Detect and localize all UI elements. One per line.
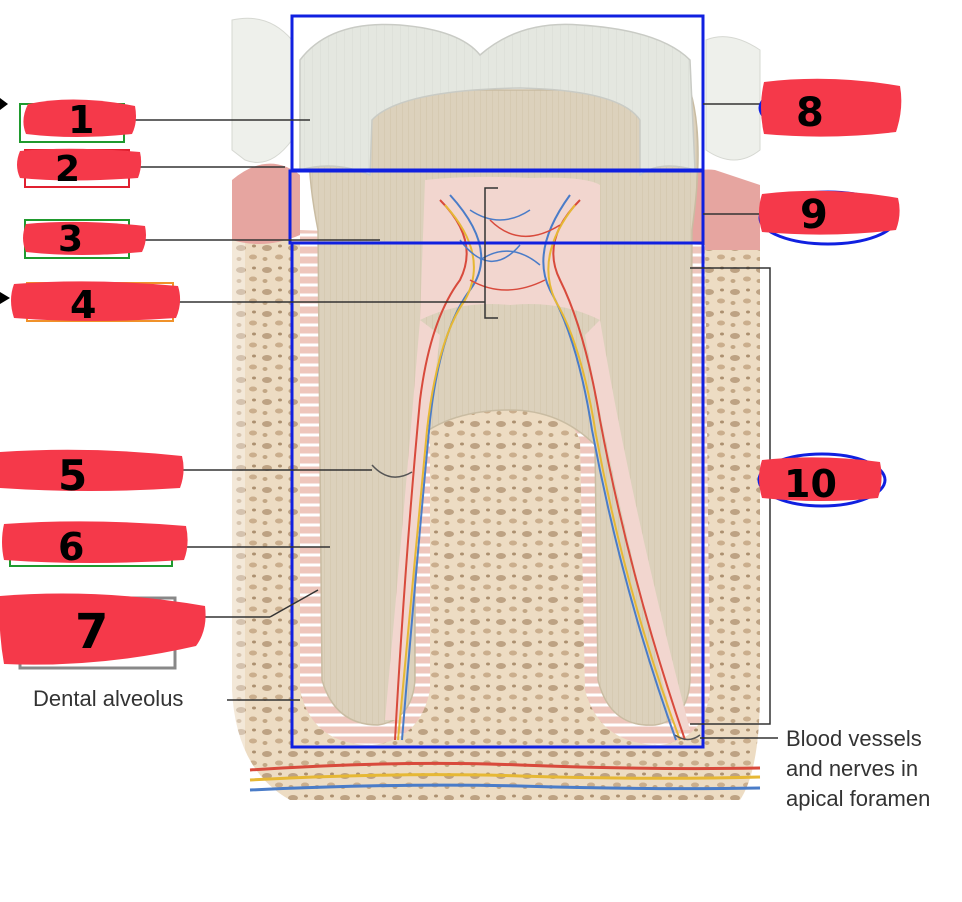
vessels-and-nerves bbox=[249, 194, 761, 792]
redaction-1: 1 bbox=[23, 98, 136, 142]
redactions: 1 2 3 4 5 6 7 8 bbox=[0, 78, 902, 665]
neighbor-teeth bbox=[231, 17, 761, 163]
label-6: 6 bbox=[58, 525, 84, 569]
redaction-3: 3 bbox=[23, 219, 146, 260]
edge-arrows bbox=[0, 98, 10, 304]
label-1: 1 bbox=[68, 98, 94, 142]
redaction-2: 2 bbox=[17, 148, 142, 190]
annotation-boxes bbox=[288, 14, 705, 749]
label-7: 7 bbox=[75, 604, 108, 660]
label-8: 8 bbox=[796, 90, 824, 136]
label-10: 10 bbox=[784, 462, 837, 506]
label-5: 5 bbox=[58, 451, 87, 500]
redaction-9: 9 bbox=[758, 190, 900, 246]
redaction-10: 10 bbox=[757, 452, 887, 508]
redaction-6: 6 bbox=[2, 521, 188, 569]
callout-arcs bbox=[371, 464, 701, 741]
apical-foramen-caption: Blood vessels and nerves in apical foram… bbox=[786, 724, 962, 814]
label-frames bbox=[9, 103, 177, 670]
apical-caption-line-3: apical foramen bbox=[786, 786, 931, 811]
apical-caption-line-2: and nerves in bbox=[786, 756, 919, 781]
dental-alveolus-caption: Dental alveolus bbox=[33, 686, 184, 711]
root-box bbox=[290, 241, 705, 749]
label-4: 4 bbox=[70, 283, 96, 327]
redaction-7: 7 bbox=[0, 593, 206, 665]
redaction-4: 4 bbox=[11, 281, 181, 327]
label-9: 9 bbox=[800, 192, 828, 238]
redaction-8: 8 bbox=[758, 78, 902, 137]
redaction-5: 5 bbox=[0, 449, 184, 500]
label-3: 3 bbox=[58, 219, 83, 260]
label-2: 2 bbox=[55, 149, 80, 190]
apical-caption-line-1: Blood vessels bbox=[786, 726, 922, 751]
